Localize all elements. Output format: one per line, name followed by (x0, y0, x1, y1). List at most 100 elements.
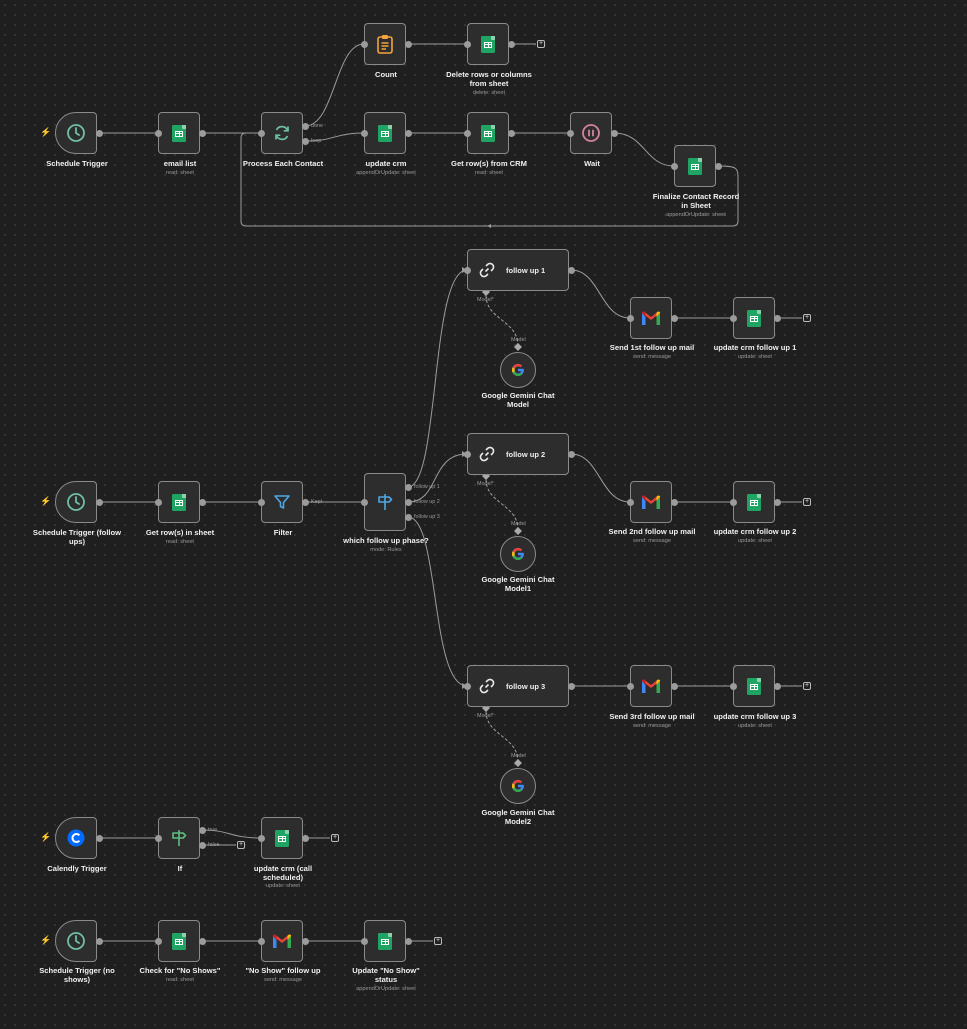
input-port[interactable] (463, 266, 471, 274)
add-node-button[interactable]: + (803, 498, 811, 506)
output-port[interactable] (773, 498, 781, 506)
output-port[interactable] (670, 682, 678, 690)
update-crm-node[interactable] (364, 112, 406, 154)
input-port[interactable] (670, 162, 678, 170)
gemini-chat-model-node[interactable] (500, 352, 536, 388)
calendly-icon (67, 829, 85, 847)
input-port[interactable] (154, 937, 162, 945)
output-port[interactable] (198, 498, 206, 506)
which-follow-up-phase-node[interactable] (364, 473, 406, 531)
output-port[interactable] (301, 937, 309, 945)
output-port[interactable] (567, 450, 575, 458)
output-port[interactable] (773, 314, 781, 322)
input-port[interactable] (463, 40, 471, 48)
gemini-chat-model2-node[interactable] (500, 768, 536, 804)
update-crm-follow-up-2-node[interactable] (733, 481, 775, 523)
add-node-button[interactable]: + (803, 314, 811, 322)
output-port[interactable] (198, 937, 206, 945)
input-port[interactable] (626, 314, 634, 322)
get-rows-crm-node[interactable] (467, 112, 509, 154)
input-port[interactable] (566, 129, 574, 137)
if-node[interactable] (158, 817, 200, 859)
output-port[interactable] (670, 314, 678, 322)
output-port[interactable] (301, 137, 309, 145)
output-port[interactable] (95, 498, 103, 506)
input-port[interactable] (360, 129, 368, 137)
output-port[interactable] (301, 122, 309, 130)
output-port[interactable] (95, 129, 103, 137)
check-no-shows-node[interactable] (158, 920, 200, 962)
input-port[interactable] (257, 129, 265, 137)
input-port[interactable] (729, 682, 737, 690)
input-port[interactable] (360, 40, 368, 48)
wait-node[interactable] (570, 112, 612, 154)
output-port[interactable] (773, 682, 781, 690)
input-port[interactable] (626, 682, 634, 690)
add-node-button[interactable]: + (237, 841, 245, 849)
output-port[interactable] (610, 129, 618, 137)
input-port[interactable] (729, 314, 737, 322)
output-port[interactable] (301, 498, 309, 506)
schedule-trigger-noshows-node[interactable] (55, 920, 97, 962)
finalize-contact-node[interactable] (674, 145, 716, 187)
input-port[interactable] (257, 937, 265, 945)
follow-up-3-node[interactable]: follow up 3 (467, 665, 569, 707)
add-node-button[interactable]: + (537, 40, 545, 48)
google-sheets-icon (481, 35, 495, 53)
output-port[interactable] (670, 498, 678, 506)
update-crm-call-scheduled-node[interactable] (261, 817, 303, 859)
output-port[interactable] (404, 40, 412, 48)
output-port[interactable] (404, 129, 412, 137)
output-port[interactable] (198, 826, 206, 834)
output-port[interactable] (507, 40, 515, 48)
output-port[interactable] (95, 937, 103, 945)
send-2nd-follow-up-node[interactable] (630, 481, 672, 523)
email-list-node[interactable] (158, 112, 200, 154)
process-each-contact-node[interactable] (261, 112, 303, 154)
output-port[interactable] (507, 129, 515, 137)
input-port[interactable] (463, 682, 471, 690)
input-port[interactable] (463, 129, 471, 137)
follow-up-1-node[interactable]: follow up 1 (467, 249, 569, 291)
output-port[interactable] (404, 513, 412, 521)
input-port[interactable] (626, 498, 634, 506)
input-port[interactable] (257, 834, 265, 842)
node-label: Schedule Trigger (no shows) (39, 966, 115, 984)
output-port[interactable] (567, 266, 575, 274)
calendly-trigger-node[interactable] (55, 817, 97, 859)
count-node[interactable] (364, 23, 406, 65)
input-port[interactable] (257, 498, 265, 506)
output-port[interactable] (404, 937, 412, 945)
no-show-follow-up-node[interactable] (261, 920, 303, 962)
filter-node[interactable] (261, 481, 303, 523)
delete-rows-node[interactable] (467, 23, 509, 65)
input-port[interactable] (154, 498, 162, 506)
send-3rd-follow-up-node[interactable] (630, 665, 672, 707)
output-port[interactable] (198, 841, 206, 849)
update-crm-follow-up-1-node[interactable] (733, 297, 775, 339)
input-port[interactable] (154, 129, 162, 137)
output-port[interactable] (301, 834, 309, 842)
output-port[interactable] (714, 162, 722, 170)
output-port[interactable] (404, 483, 412, 491)
gemini-chat-model1-node[interactable] (500, 536, 536, 572)
send-1st-follow-up-node[interactable] (630, 297, 672, 339)
output-port[interactable] (567, 682, 575, 690)
input-port[interactable] (154, 834, 162, 842)
input-port[interactable] (360, 937, 368, 945)
schedule-trigger-followups-node[interactable] (55, 481, 97, 523)
get-rows-sheet-node[interactable] (158, 481, 200, 523)
input-port[interactable] (729, 498, 737, 506)
follow-up-2-node[interactable]: follow up 2 (467, 433, 569, 475)
add-node-button[interactable]: + (331, 834, 339, 842)
output-port[interactable] (404, 498, 412, 506)
add-node-button[interactable]: + (434, 937, 442, 945)
schedule-trigger-node[interactable] (55, 112, 97, 154)
update-no-show-status-node[interactable] (364, 920, 406, 962)
input-port[interactable] (360, 498, 368, 506)
input-port[interactable] (463, 450, 471, 458)
output-port[interactable] (198, 129, 206, 137)
update-crm-follow-up-3-node[interactable] (733, 665, 775, 707)
add-node-button[interactable]: + (803, 682, 811, 690)
output-port[interactable] (95, 834, 103, 842)
